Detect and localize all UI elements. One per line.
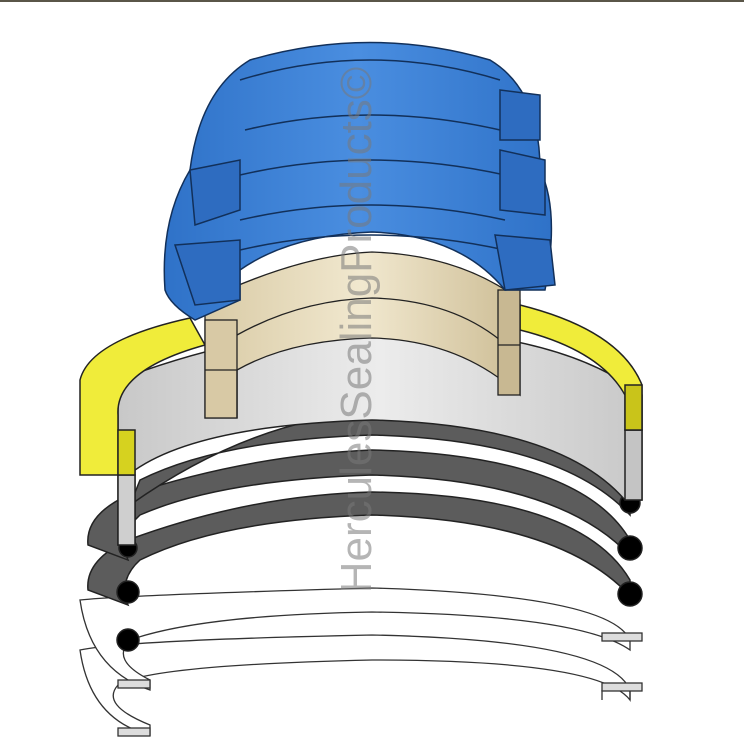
blue-seal-stack	[163, 41, 556, 321]
top-border	[0, 0, 744, 2]
white-washers	[79, 587, 643, 737]
tan-wear-ring	[204, 251, 521, 419]
